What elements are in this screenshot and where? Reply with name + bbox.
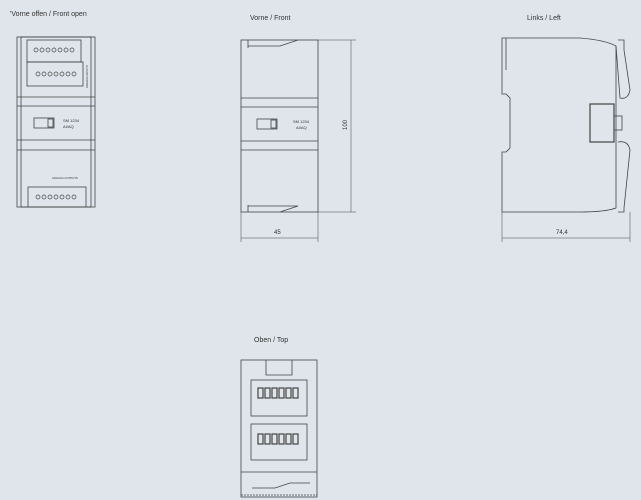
top-title: Oben / Top <box>254 337 289 344</box>
depth-dimension: 74,4 <box>556 230 568 236</box>
top-view <box>240 359 318 498</box>
left-title: Links / Left <box>527 15 561 22</box>
front-view: SM 1234 AI/AQ 100 45 <box>240 39 356 242</box>
front-open-type-label: AI/AQ <box>63 124 74 129</box>
analog-outputs-label: ANALOG OUTPUTS <box>52 176 78 180</box>
width-dimension: 45 <box>274 230 281 236</box>
front-title: Vorne / Front <box>250 15 291 22</box>
height-dimension: 100 <box>343 119 349 130</box>
front-open-title: 'Vorne offen / Front open <box>10 11 87 18</box>
front-type-label: AI/AQ <box>296 125 307 130</box>
left-view: 74,4 <box>501 37 631 242</box>
analog-inputs-label: ANALOG INPUTS <box>85 65 89 88</box>
front-open-module-label: SM 1234 <box>63 118 80 123</box>
front-module-label: SM 1234 <box>293 119 310 124</box>
front-open-view: SM 1234 AI/AQ ANALOG OUTPUTS ANALOG INPU… <box>16 36 96 208</box>
